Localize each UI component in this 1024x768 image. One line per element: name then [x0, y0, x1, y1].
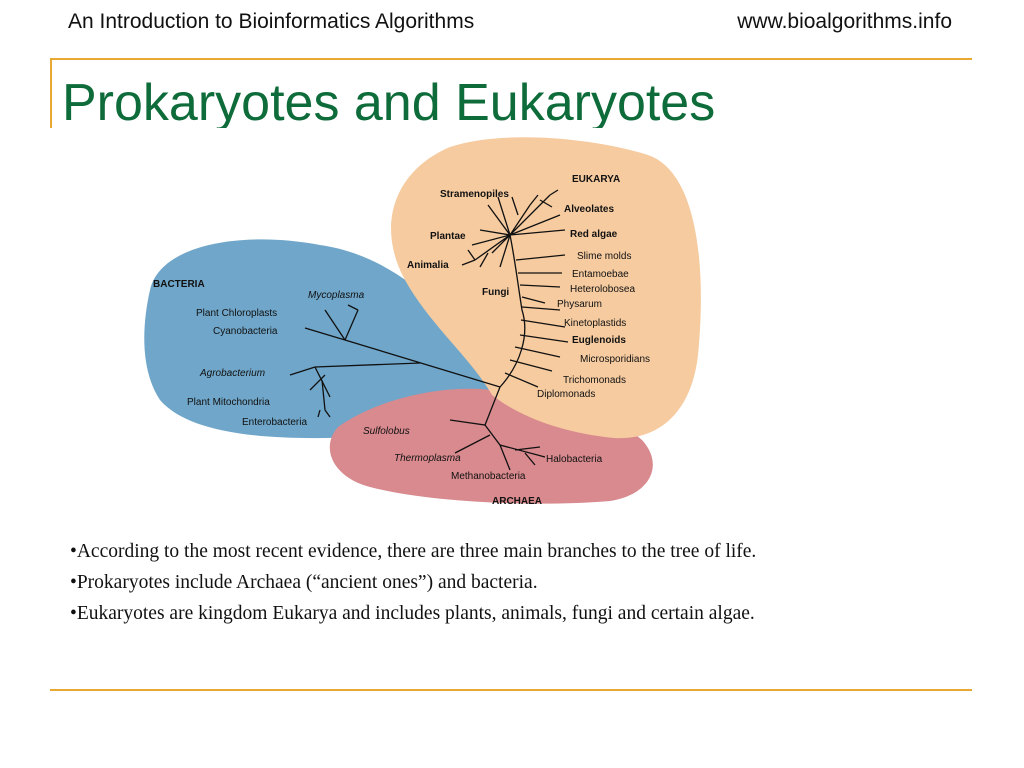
- taxon-mycoplasma: Mycoplasma: [308, 290, 365, 301]
- taxon-euglenoids: Euglenoids: [572, 335, 626, 346]
- taxon-methanobacteria: Methanobacteria: [451, 471, 526, 482]
- tree-of-life-diagram: BACTERIA EUKARYA ARCHAEA Mycoplasma Plan…: [144, 137, 701, 507]
- footer-rule: [50, 689, 972, 691]
- bullet-item: Prokaryotes include Archaea (“ancient on…: [70, 567, 756, 598]
- taxon-animalia: Animalia: [407, 260, 449, 271]
- taxon-stramenopiles: Stramenopiles: [440, 189, 509, 200]
- bullet-item: According to the most recent evidence, t…: [70, 536, 756, 567]
- title-side-rule: [50, 58, 52, 128]
- taxon-halobacteria: Halobacteria: [546, 454, 603, 465]
- taxon-slime-molds: Slime molds: [577, 251, 631, 262]
- tree-branches: [289, 189, 569, 471]
- taxon-kinetoplastids: Kinetoplastids: [564, 318, 626, 329]
- course-title: An Introduction to Bioinformatics Algori…: [68, 10, 475, 33]
- taxon-diplomonads: Diplomonads: [537, 389, 595, 400]
- slide-title: Prokaryotes and Eukaryotes: [62, 74, 716, 128]
- taxon-heterolobosea: Heterolobosea: [570, 284, 635, 295]
- taxon-plantae: Plantae: [430, 231, 466, 242]
- taxon-fungi: Fungi: [482, 287, 509, 298]
- taxon-trichomonads: Trichomonads: [563, 375, 626, 386]
- taxon-cyanobacteria: Cyanobacteria: [213, 326, 278, 337]
- taxon-physarum: Physarum: [557, 299, 602, 310]
- taxon-thermoplasma: Thermoplasma: [394, 453, 461, 464]
- bacteria-region: [144, 239, 499, 439]
- taxon-plant-mitochondria: Plant Mitochondria: [187, 397, 270, 408]
- taxon-enterobacteria: Enterobacteria: [242, 417, 307, 428]
- taxon-agrobacterium: Agrobacterium: [199, 368, 265, 379]
- taxon-entamoebae: Entamoebae: [572, 269, 629, 280]
- bullet-item: Eukaryotes are kingdom Eukarya and inclu…: [70, 598, 756, 629]
- eukarya-domain-label: EUKARYA: [572, 174, 620, 185]
- taxon-sulfolobus: Sulfolobus: [363, 426, 410, 437]
- taxon-red-algae: Red algae: [570, 229, 618, 240]
- website-url: www.bioalgorithms.info: [737, 10, 952, 33]
- header-rule: [50, 58, 972, 60]
- bacteria-domain-label: BACTERIA: [153, 279, 205, 290]
- taxon-alveolates: Alveolates: [564, 204, 614, 215]
- eukarya-region: [391, 137, 701, 439]
- taxon-plant-chloroplasts: Plant Chloroplasts: [196, 308, 277, 319]
- taxon-microsporidians: Microsporidians: [580, 354, 650, 365]
- archaea-domain-label: ARCHAEA: [492, 496, 542, 507]
- bullet-list: According to the most recent evidence, t…: [70, 536, 756, 629]
